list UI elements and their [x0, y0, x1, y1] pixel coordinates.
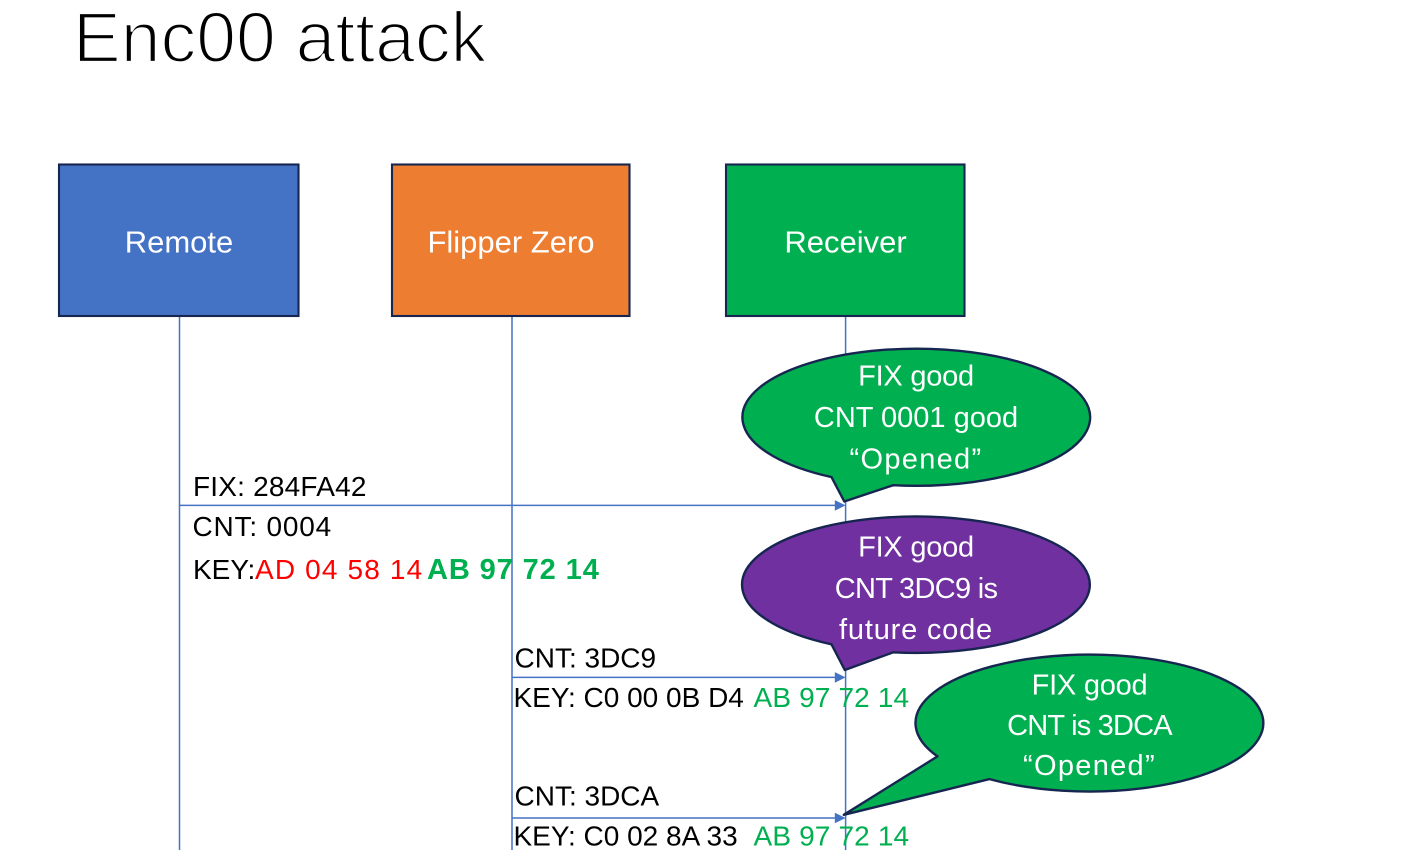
svg-text:future code: future code — [839, 614, 993, 646]
svg-text:FIX: 284FA42: FIX: 284FA42 — [193, 471, 367, 502]
svg-text:CNT: 0004: CNT: 0004 — [193, 511, 333, 542]
svg-text:FIX good: FIX good — [1032, 670, 1148, 702]
svg-text:CNT 0001 good: CNT 0001 good — [814, 402, 1018, 434]
svg-text:FIX good: FIX good — [858, 532, 974, 564]
svg-text:Enc00 attack: Enc00 attack — [73, 0, 487, 78]
svg-text:Remote: Remote — [125, 225, 234, 260]
svg-text:CNT 3DC9 is: CNT 3DC9 is — [835, 573, 998, 605]
svg-text:Receiver: Receiver — [784, 225, 906, 260]
svg-text:CNT: 3DC9: CNT: 3DC9 — [515, 643, 657, 674]
svg-text:CNT is 3DCA: CNT is 3DCA — [1007, 710, 1173, 742]
svg-text:“Opened”: “Opened” — [1023, 750, 1156, 782]
svg-text:Flipper Zero: Flipper Zero — [427, 225, 594, 260]
svg-text:“Opened”: “Opened” — [850, 444, 983, 476]
svg-text:CNT: 3DCA: CNT: 3DCA — [515, 781, 660, 812]
svg-text:FIX good: FIX good — [858, 361, 974, 393]
